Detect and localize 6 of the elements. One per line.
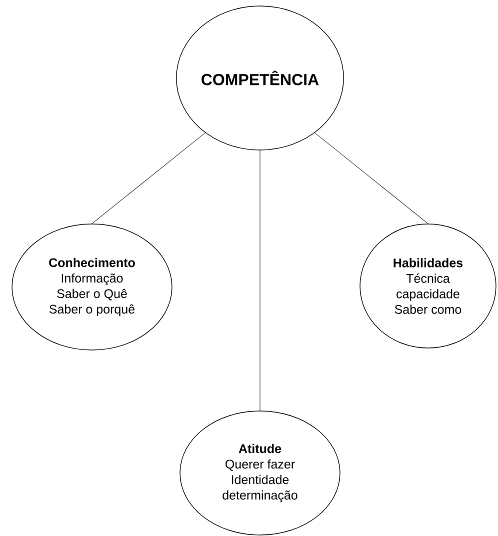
ellipse-node: Atitude Querer fazer Identidade determinação xyxy=(180,410,340,536)
connector-line xyxy=(92,132,206,224)
ellipse-node: Conhecimento Informação Saber o Quê Saber o porquê xyxy=(12,224,172,350)
ellipse-node: Habilidades Técnica capacidade Saber como xyxy=(360,224,496,348)
ellipse-node: COMPETÊNCIA xyxy=(176,6,344,150)
connector-line xyxy=(314,132,428,224)
